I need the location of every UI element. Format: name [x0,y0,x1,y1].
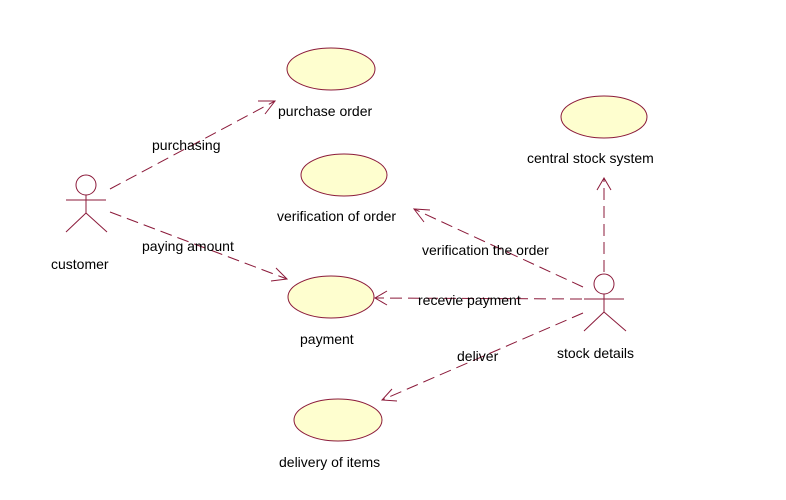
label-purchasing: purchasing [152,137,221,153]
label-central-stock-system: central stock system [527,150,654,166]
connector-recevie-payment[interactable] [374,290,583,306]
label-verification-the-order: verification the order [422,242,549,258]
label-paying-amount: paying amount [142,238,234,254]
actor-customer-figure[interactable] [65,174,108,233]
use-case-delivery-of-items[interactable] [293,398,383,442]
use-case-purchase-order[interactable] [286,47,376,91]
label-customer: customer [51,256,109,272]
use-case-central-stock-system[interactable] [560,95,648,139]
use-case-verification-of-order[interactable] [300,153,388,197]
label-recevie-payment: recevie payment [418,292,521,308]
use-case-payment[interactable] [287,275,375,319]
connector-verification-the-order[interactable] [412,208,584,288]
connector-central-stock[interactable] [596,177,612,272]
label-payment: payment [300,331,354,347]
label-verification-of-order: verification of order [277,208,397,224]
connector-deliver[interactable] [380,312,584,402]
label-deliver: deliver [457,348,499,364]
connector-purchasing[interactable] [109,100,277,190]
label-purchase-order: purchase order [278,103,373,119]
label-delivery-of-items: delivery of items [279,454,381,470]
actor-stock-details-figure[interactable] [583,273,627,332]
label-stock-details: stock details [557,345,635,361]
connector-paying-amount[interactable] [109,211,289,282]
